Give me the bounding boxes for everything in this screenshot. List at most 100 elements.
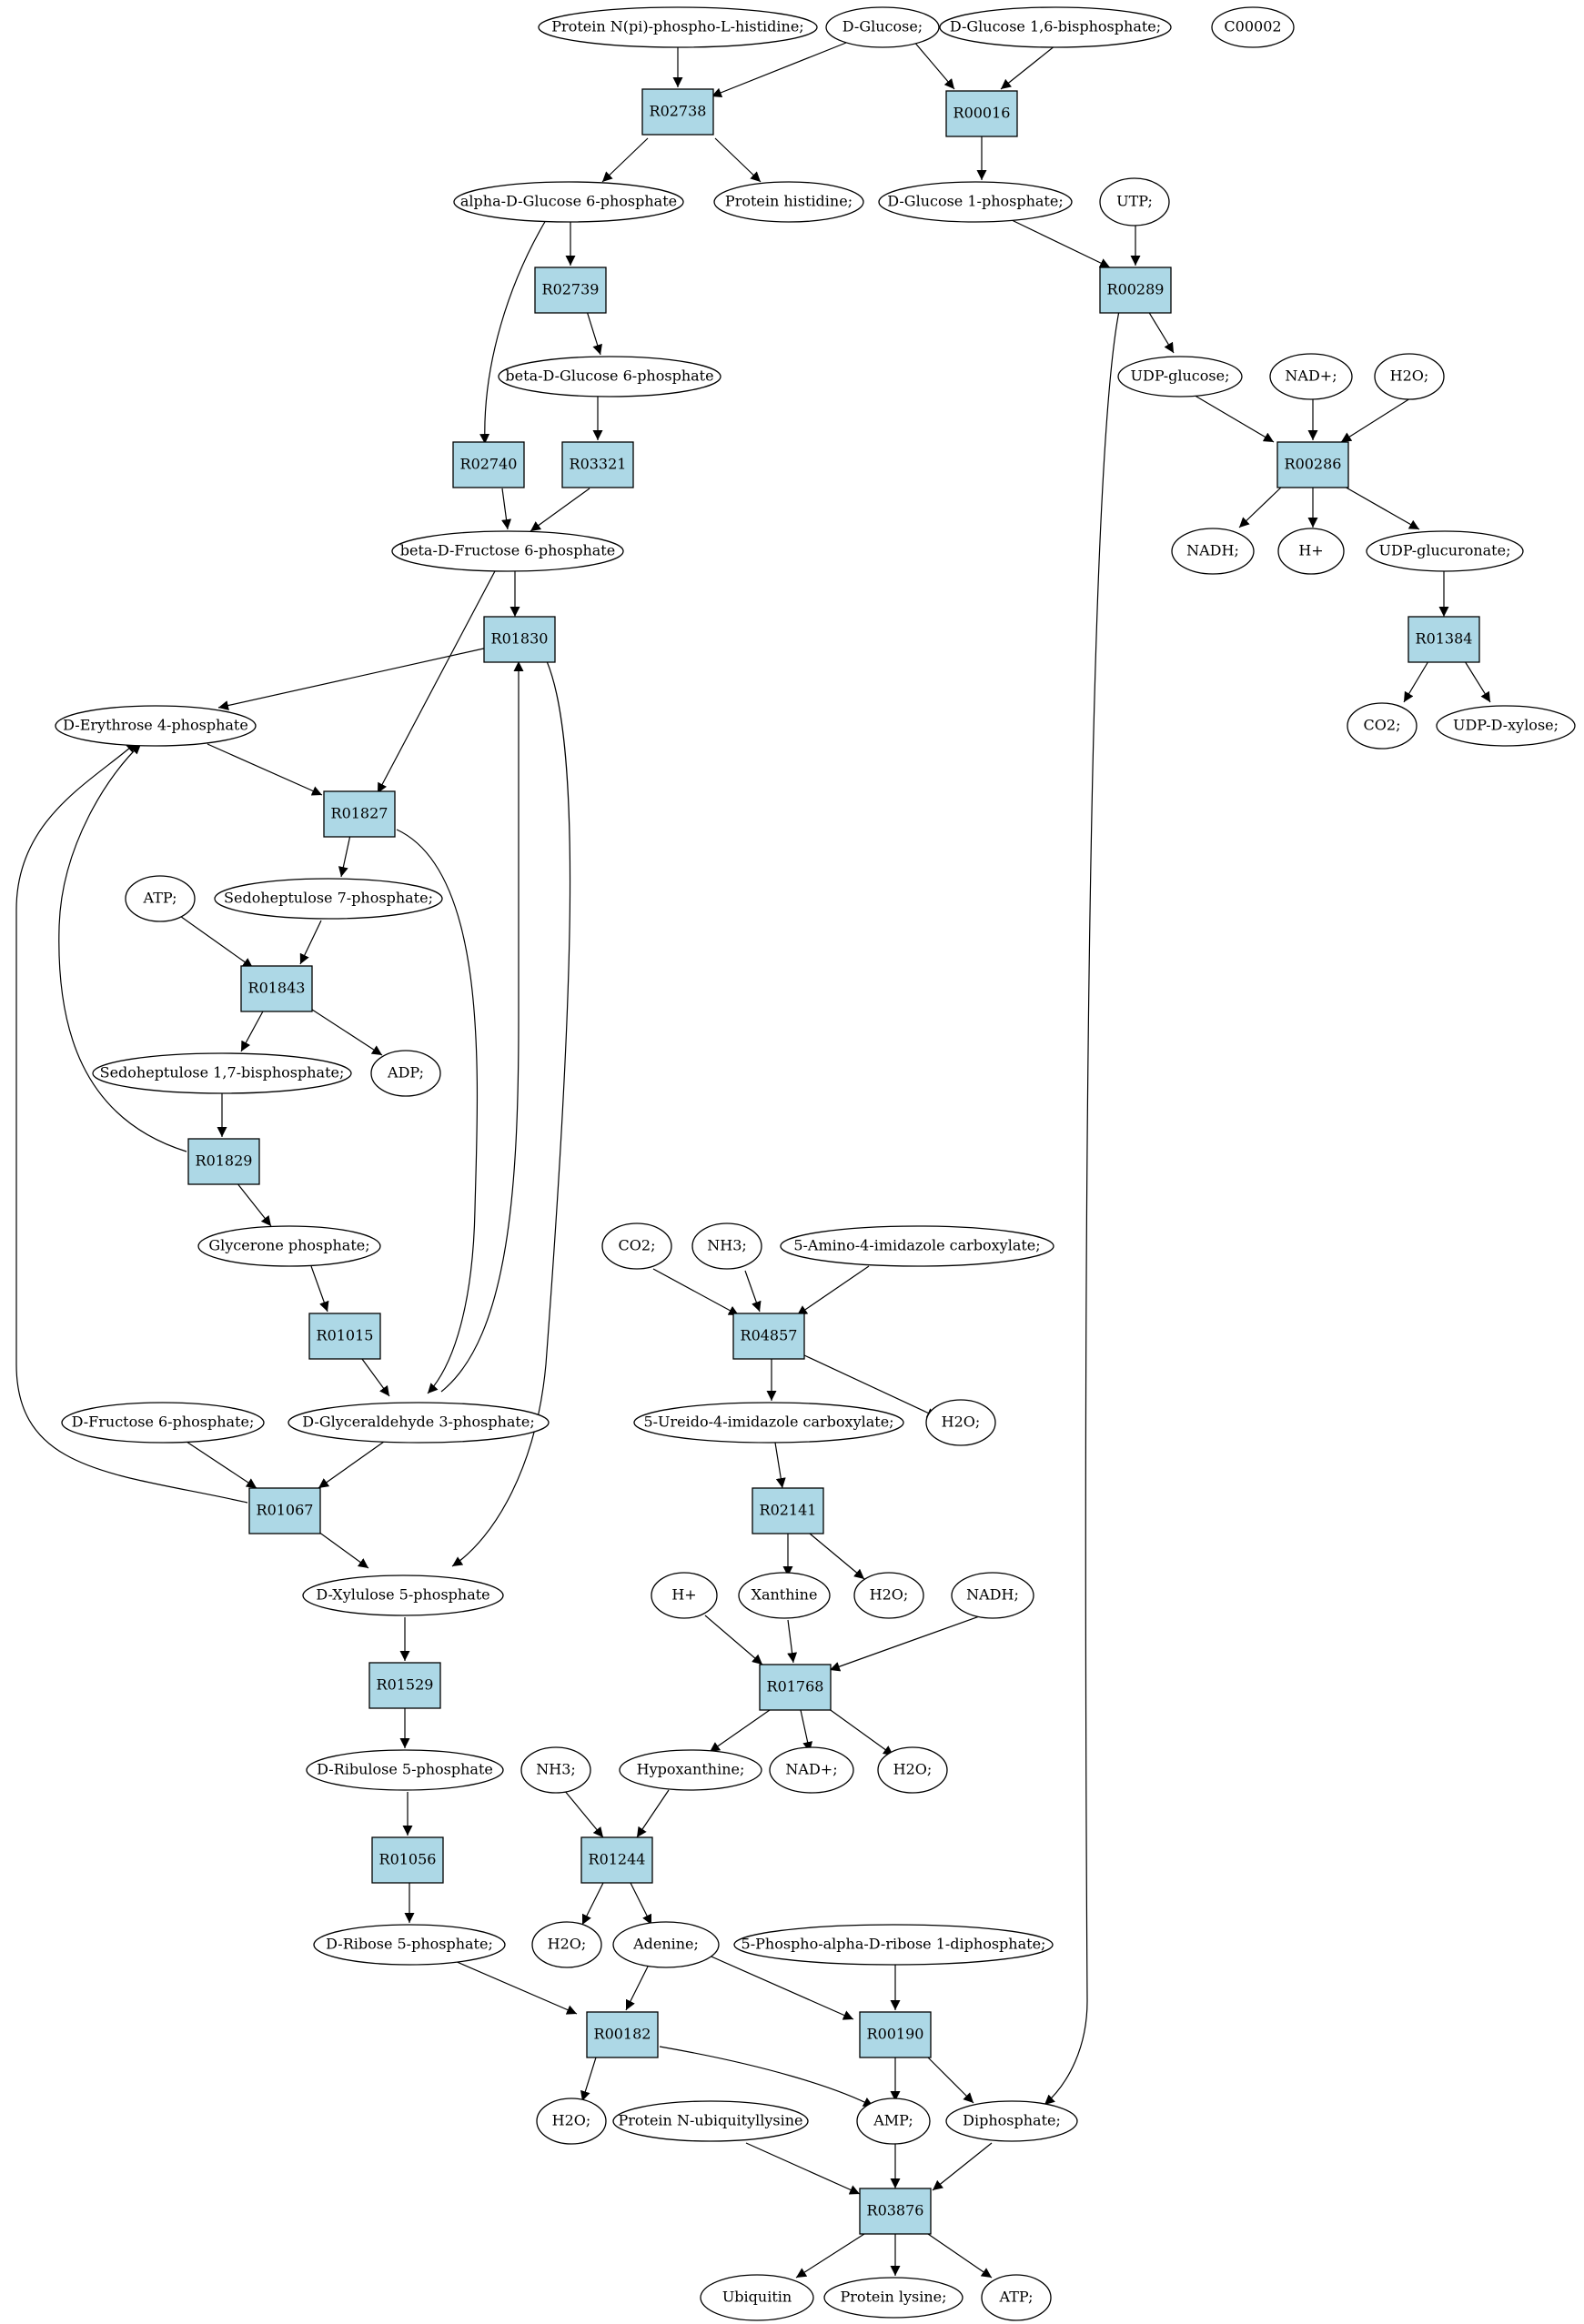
compound-node-5-amino-4-imidazole-carboxylate[interactable]: 5-Amino-4-imidazole carboxylate; [780,1225,1054,1267]
reaction-node-r02738[interactable]: R02738 [641,88,714,136]
reaction-node-r00289[interactable]: R00289 [1099,267,1172,314]
compound-label: CO2; [619,1237,656,1254]
compound-node-d-ribose-5-phosphate[interactable]: D-Ribose 5-phosphate; [313,1924,506,1966]
compound-node-nad-plus[interactable]: NAD+; [1269,353,1353,400]
reaction-node-r01830[interactable]: R01830 [483,616,556,663]
reaction-node-r01384[interactable]: R01384 [1407,616,1480,663]
reaction-node-r01056[interactable]: R01056 [371,1836,444,1884]
compound-node-ubiquitin[interactable]: Ubiquitin [700,2274,814,2321]
compound-label: 5-Phospho-alpha-D-ribose 1-diphosphate; [742,1936,1046,1953]
edge [796,1265,870,1316]
reaction-label: R02141 [760,1502,817,1519]
compound-node-nadh[interactable]: NADH; [951,1572,1034,1619]
compound-node-5-ureido-4-imidazole-carboxylate[interactable]: 5-Ureido-4-imidazole carboxylate; [633,1402,904,1444]
compound-node-h2o[interactable]: H2O; [1374,353,1445,400]
compound-node-adp[interactable]: ADP; [370,1050,441,1097]
compound-node-atp[interactable]: ATP; [981,2274,1052,2321]
reaction-node-r00286[interactable]: R00286 [1276,441,1349,488]
compound-label: beta-D-Fructose 6-phosphate [400,542,615,559]
compound-node-h2o[interactable]: H2O; [853,1572,924,1619]
reaction-node-r00182[interactable]: R00182 [586,2011,659,2058]
compound-node-xanthine[interactable]: Xanthine [738,1572,831,1619]
compound-node-nh3[interactable]: NH3; [691,1222,762,1270]
compound-node-utp[interactable]: UTP; [1099,177,1170,226]
compound-node-beta-d-glucose-6-phosphate[interactable]: beta-D-Glucose 6-phosphate [498,356,721,397]
compound-label: H+ [1298,542,1323,559]
compound-label: H2O; [893,1761,933,1778]
compound-node-nad-plus[interactable]: NAD+; [769,1746,854,1794]
compound-label: alpha-D-Glucose 6-phosphate [460,193,677,210]
compound-node-d-xylulose-5-phosphate[interactable]: D-Xylulose 5-phosphate [302,1574,504,1616]
compound-node-d-fructose-6-phosphate[interactable]: D-Fructose 6-phosphate; [61,1402,265,1444]
reaction-node-r01768[interactable]: R01768 [759,1664,832,1711]
compound-node-d-glucose-16-bisphosphate[interactable]: D-Glucose 1,6-bisphosphate; [939,6,1172,48]
compound-node-diphosphate[interactable]: Diphosphate; [945,2100,1078,2142]
reaction-node-r01067[interactable]: R01067 [248,1487,321,1534]
compound-label: D-Glyceraldehyde 3-phosphate; [302,1414,534,1431]
compound-node-hypoxanthine[interactable]: Hypoxanthine; [619,1749,762,1791]
compound-node-d-erythrose-4-phosphate[interactable]: D-Erythrose 4-phosphate [55,705,257,747]
reaction-node-r01827[interactable]: R01827 [323,790,396,838]
edge [581,1882,604,1926]
compound-label: NH3; [536,1761,576,1778]
edge [1009,218,1111,268]
compound-node-d-glyceraldehyde-3-phosphate[interactable]: D-Glyceraldehyde 3-phosphate; [288,1402,550,1444]
reaction-node-r02141[interactable]: R02141 [752,1487,824,1534]
compound-label: H2O; [1390,367,1429,385]
compound-label: H2O; [870,1586,909,1604]
compound-node-co2[interactable]: CO2; [1347,702,1418,750]
compound-node-udp-d-xylose[interactable]: UDP-D-xylose; [1436,705,1576,747]
compound-node-glycerone-phosphate[interactable]: Glycerone phosphate; [197,1225,381,1267]
compound-node-sedoheptulose-7-phosphate[interactable]: Sedoheptulose 7-phosphate; [214,878,443,920]
compound-node-sedoheptulose-17-bisphosphate[interactable]: Sedoheptulose 1,7-bisphosphate; [92,1052,352,1094]
compound-node-h2o[interactable]: H2O; [877,1746,948,1794]
edge [827,1707,894,1756]
reaction-node-r01829[interactable]: R01829 [187,1138,260,1185]
compound-label: D-Fructose 6-phosphate; [72,1414,255,1431]
reaction-label: R03321 [570,456,627,473]
edge [1044,310,1120,2106]
edge [15,741,248,1504]
compound-node-nadh[interactable]: NADH; [1171,528,1255,575]
edge [704,1615,763,1665]
reaction-node-r01529[interactable]: R01529 [368,1662,441,1709]
compound-node-protein-n-ubiquityllysine[interactable]: Protein N-ubiquityllysine [612,2100,809,2142]
edge [530,488,590,532]
compound-node-alpha-d-glucose-6-phosphate[interactable]: alpha-D-Glucose 6-phosphate [453,181,684,223]
compound-node-atp[interactable]: ATP; [125,875,196,922]
compound-label: Ubiquitin [722,2289,792,2306]
reaction-node-r01015[interactable]: R01015 [308,1313,381,1360]
reaction-node-r04857[interactable]: R04857 [732,1313,805,1360]
compound-label: Protein histidine; [725,193,853,210]
compound-node-adenine[interactable]: Adenine; [612,1921,720,1968]
reaction-node-r03876[interactable]: R03876 [859,2188,932,2235]
compound-node-h2o[interactable]: H2O; [531,1921,602,1968]
compound-node-co2[interactable]: CO2; [601,1222,672,1270]
reaction-node-r03321[interactable]: R03321 [561,441,634,488]
compound-node-udp-glucuronate[interactable]: UDP-glucuronate; [1366,530,1524,572]
compound-node-h2o[interactable]: H2O; [536,2098,607,2145]
reaction-node-r01843[interactable]: R01843 [240,965,313,1012]
compound-node-protein-lysine[interactable]: Protein lysine; [823,2277,964,2319]
compound-node-d-ribulose-5-phosphate[interactable]: D-Ribulose 5-phosphate [306,1749,504,1791]
compound-node-protein-npi-phospho-histidine[interactable]: Protein N(pi)-phospho-L-histidine; [538,6,818,48]
reaction-node-r02739[interactable]: R02739 [534,267,607,314]
compound-node-d-glucose-1-phosphate[interactable]: D-Glucose 1-phosphate; [878,181,1073,223]
compound-node-beta-d-fructose-6-phosphate[interactable]: beta-D-Fructose 6-phosphate [391,530,624,572]
reaction-node-r00016[interactable]: R00016 [945,90,1018,137]
reaction-node-r00190[interactable]: R00190 [859,2011,932,2058]
compound-node-h2o[interactable]: H2O; [925,1399,996,1446]
compound-node-protein-histidine[interactable]: Protein histidine; [713,181,864,223]
compound-node-prpp[interactable]: 5-Phospho-alpha-D-ribose 1-diphosphate; [733,1924,1054,1966]
compound-node-h-plus[interactable]: H+ [1277,528,1345,575]
reaction-node-r01244[interactable]: R01244 [580,1836,653,1884]
compound-node-amp[interactable]: AMP; [856,2098,931,2145]
compound-label: NADH; [1186,542,1239,559]
compound-node-h-plus[interactable]: H+ [651,1572,718,1619]
edge [630,1882,652,1926]
compound-node-udp-glucose[interactable]: UDP-glucose; [1117,356,1243,397]
compound-node-d-glucose[interactable]: D-Glucose; [825,6,940,48]
compound-node-nh3[interactable]: NH3; [520,1746,591,1794]
reaction-node-r02740[interactable]: R02740 [452,441,525,488]
compound-node-c00002[interactable]: C00002 [1211,6,1295,48]
